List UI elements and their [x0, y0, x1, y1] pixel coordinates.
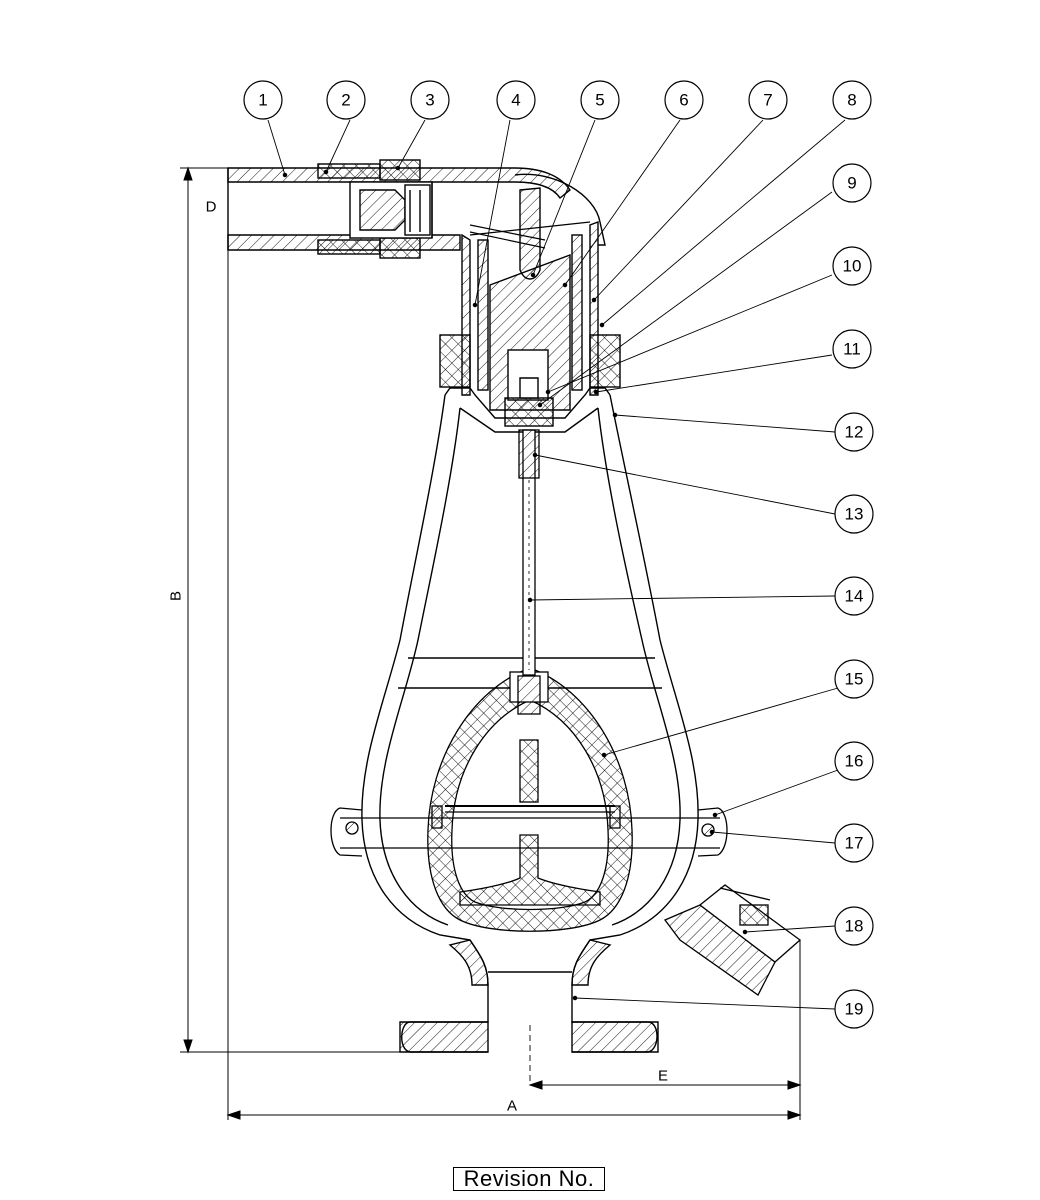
svg-text:17: 17 — [845, 834, 864, 853]
float-ball — [427, 667, 633, 932]
balloon-3: 3 — [410, 80, 450, 120]
balloon-15: 15 — [834, 659, 874, 699]
svg-text:5: 5 — [595, 91, 604, 110]
balloon-9: 9 — [832, 163, 872, 203]
svg-text:7: 7 — [763, 91, 772, 110]
inlet-flange — [399, 939, 659, 1085]
drain-valve — [663, 884, 802, 996]
part-balloons: 1 2 3 4 5 6 7 8 9 10 11 12 13 14 15 16 1… — [243, 80, 874, 1029]
dimension-label-a: A — [507, 1098, 517, 1115]
dimension-label-d: D — [206, 199, 217, 216]
svg-text:15: 15 — [845, 670, 864, 689]
float-rod — [518, 429, 540, 676]
svg-text:9: 9 — [847, 174, 856, 193]
svg-text:19: 19 — [845, 1000, 864, 1019]
svg-text:3: 3 — [425, 91, 434, 110]
svg-text:16: 16 — [845, 752, 864, 771]
balloon-16: 16 — [834, 741, 874, 781]
balloon-12: 12 — [834, 412, 874, 452]
svg-text:12: 12 — [845, 423, 864, 442]
balloon-4: 4 — [496, 80, 536, 120]
svg-text:14: 14 — [845, 587, 864, 606]
leader-lines — [267, 119, 846, 1010]
balloon-2: 2 — [326, 80, 366, 120]
balloon-18: 18 — [834, 906, 874, 946]
balloon-1: 1 — [243, 80, 283, 120]
svg-text:6: 6 — [679, 91, 688, 110]
dimension-label-b: B — [168, 591, 185, 601]
balloon-19: 19 — [834, 989, 874, 1029]
svg-text:13: 13 — [845, 505, 864, 524]
svg-text:1: 1 — [258, 91, 267, 110]
outlet-pipe — [227, 159, 571, 259]
bonnet-cap — [439, 173, 621, 427]
svg-text:4: 4 — [511, 91, 520, 110]
svg-text:2: 2 — [341, 91, 350, 110]
dimension-lines — [180, 166, 802, 1120]
dimension-label-e: E — [658, 1068, 668, 1085]
svg-text:10: 10 — [843, 257, 862, 276]
balloon-8: 8 — [832, 80, 872, 120]
balloon-14: 14 — [834, 576, 874, 616]
balloon-7: 7 — [748, 80, 788, 120]
balloon-10: 10 — [832, 246, 872, 286]
balloon-13: 13 — [834, 494, 874, 534]
balloon-11: 11 — [832, 329, 872, 369]
balloon-17: 17 — [834, 823, 874, 863]
balloon-6: 6 — [664, 80, 704, 120]
balloon-5: 5 — [580, 80, 620, 120]
svg-text:18: 18 — [845, 917, 864, 936]
svg-text:8: 8 — [847, 91, 856, 110]
svg-text:11: 11 — [843, 340, 861, 359]
revision-label: Revision No. — [453, 1167, 605, 1191]
